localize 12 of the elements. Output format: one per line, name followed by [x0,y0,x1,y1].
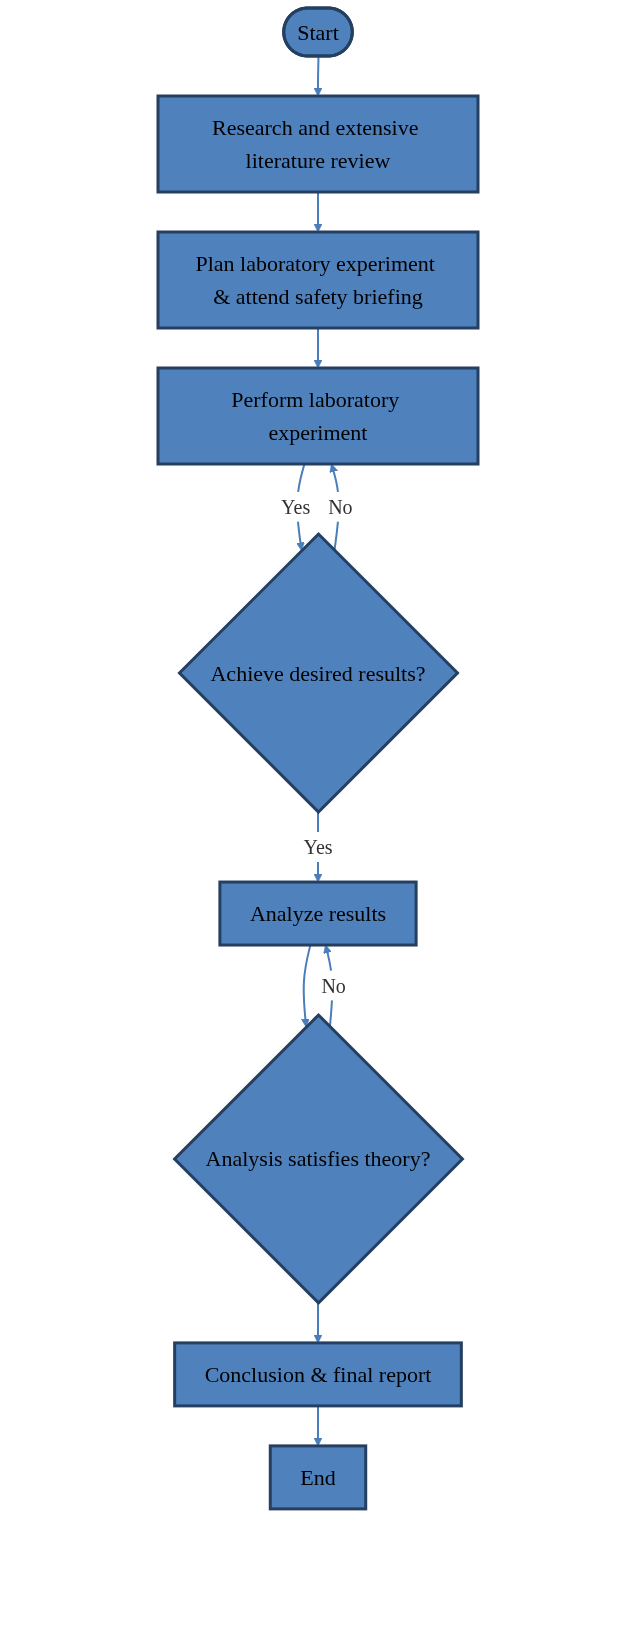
edge-label: Yes [281,495,311,518]
edge-label: Yes [303,836,333,859]
node-diamond: Analysis satisfies theory? [172,1012,465,1305]
node-diamond: Achieve desired results? [177,531,460,815]
node-box: Perform laboratory experiment [156,366,480,466]
node-box: Conclusion & final report [173,1341,463,1408]
node-box: Research and extensive literature review [156,94,480,194]
node-box: Analyze results [218,880,418,947]
edge-label: No [328,495,353,518]
edge-label: No [321,974,346,997]
node-box: Plan laboratory experiment & attend safety briefing [156,230,480,330]
node-box: End [268,1444,368,1511]
